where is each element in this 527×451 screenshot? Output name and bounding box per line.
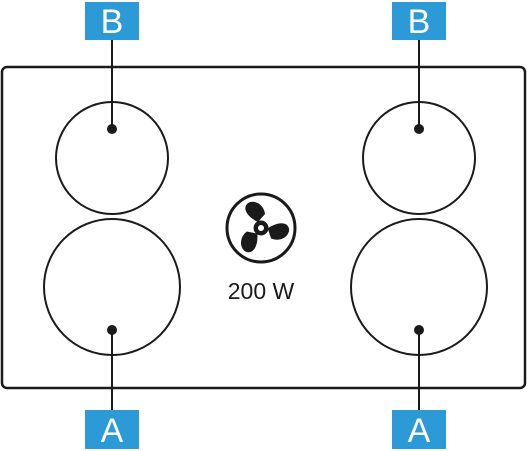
callout-label-top-right: B xyxy=(408,3,431,41)
leader-dot-bottom-left xyxy=(107,325,117,335)
power-label: 200 W xyxy=(228,278,295,304)
leader-dot-top-left xyxy=(107,124,117,134)
leader-dot-top-right xyxy=(414,124,424,134)
cooktop-outline xyxy=(0,65,527,390)
callout-label-bottom-right: A xyxy=(408,412,431,450)
fan-icon xyxy=(225,192,297,264)
callout-label-bottom-left: A xyxy=(101,412,124,450)
callout-top-left: B xyxy=(85,2,139,41)
callout-bottom-right: A xyxy=(392,410,446,450)
callout-label-top-left: B xyxy=(101,3,124,41)
callout-bottom-left: A xyxy=(85,410,139,450)
leader-dot-bottom-right xyxy=(414,325,424,335)
callout-top-right: B xyxy=(392,2,446,41)
